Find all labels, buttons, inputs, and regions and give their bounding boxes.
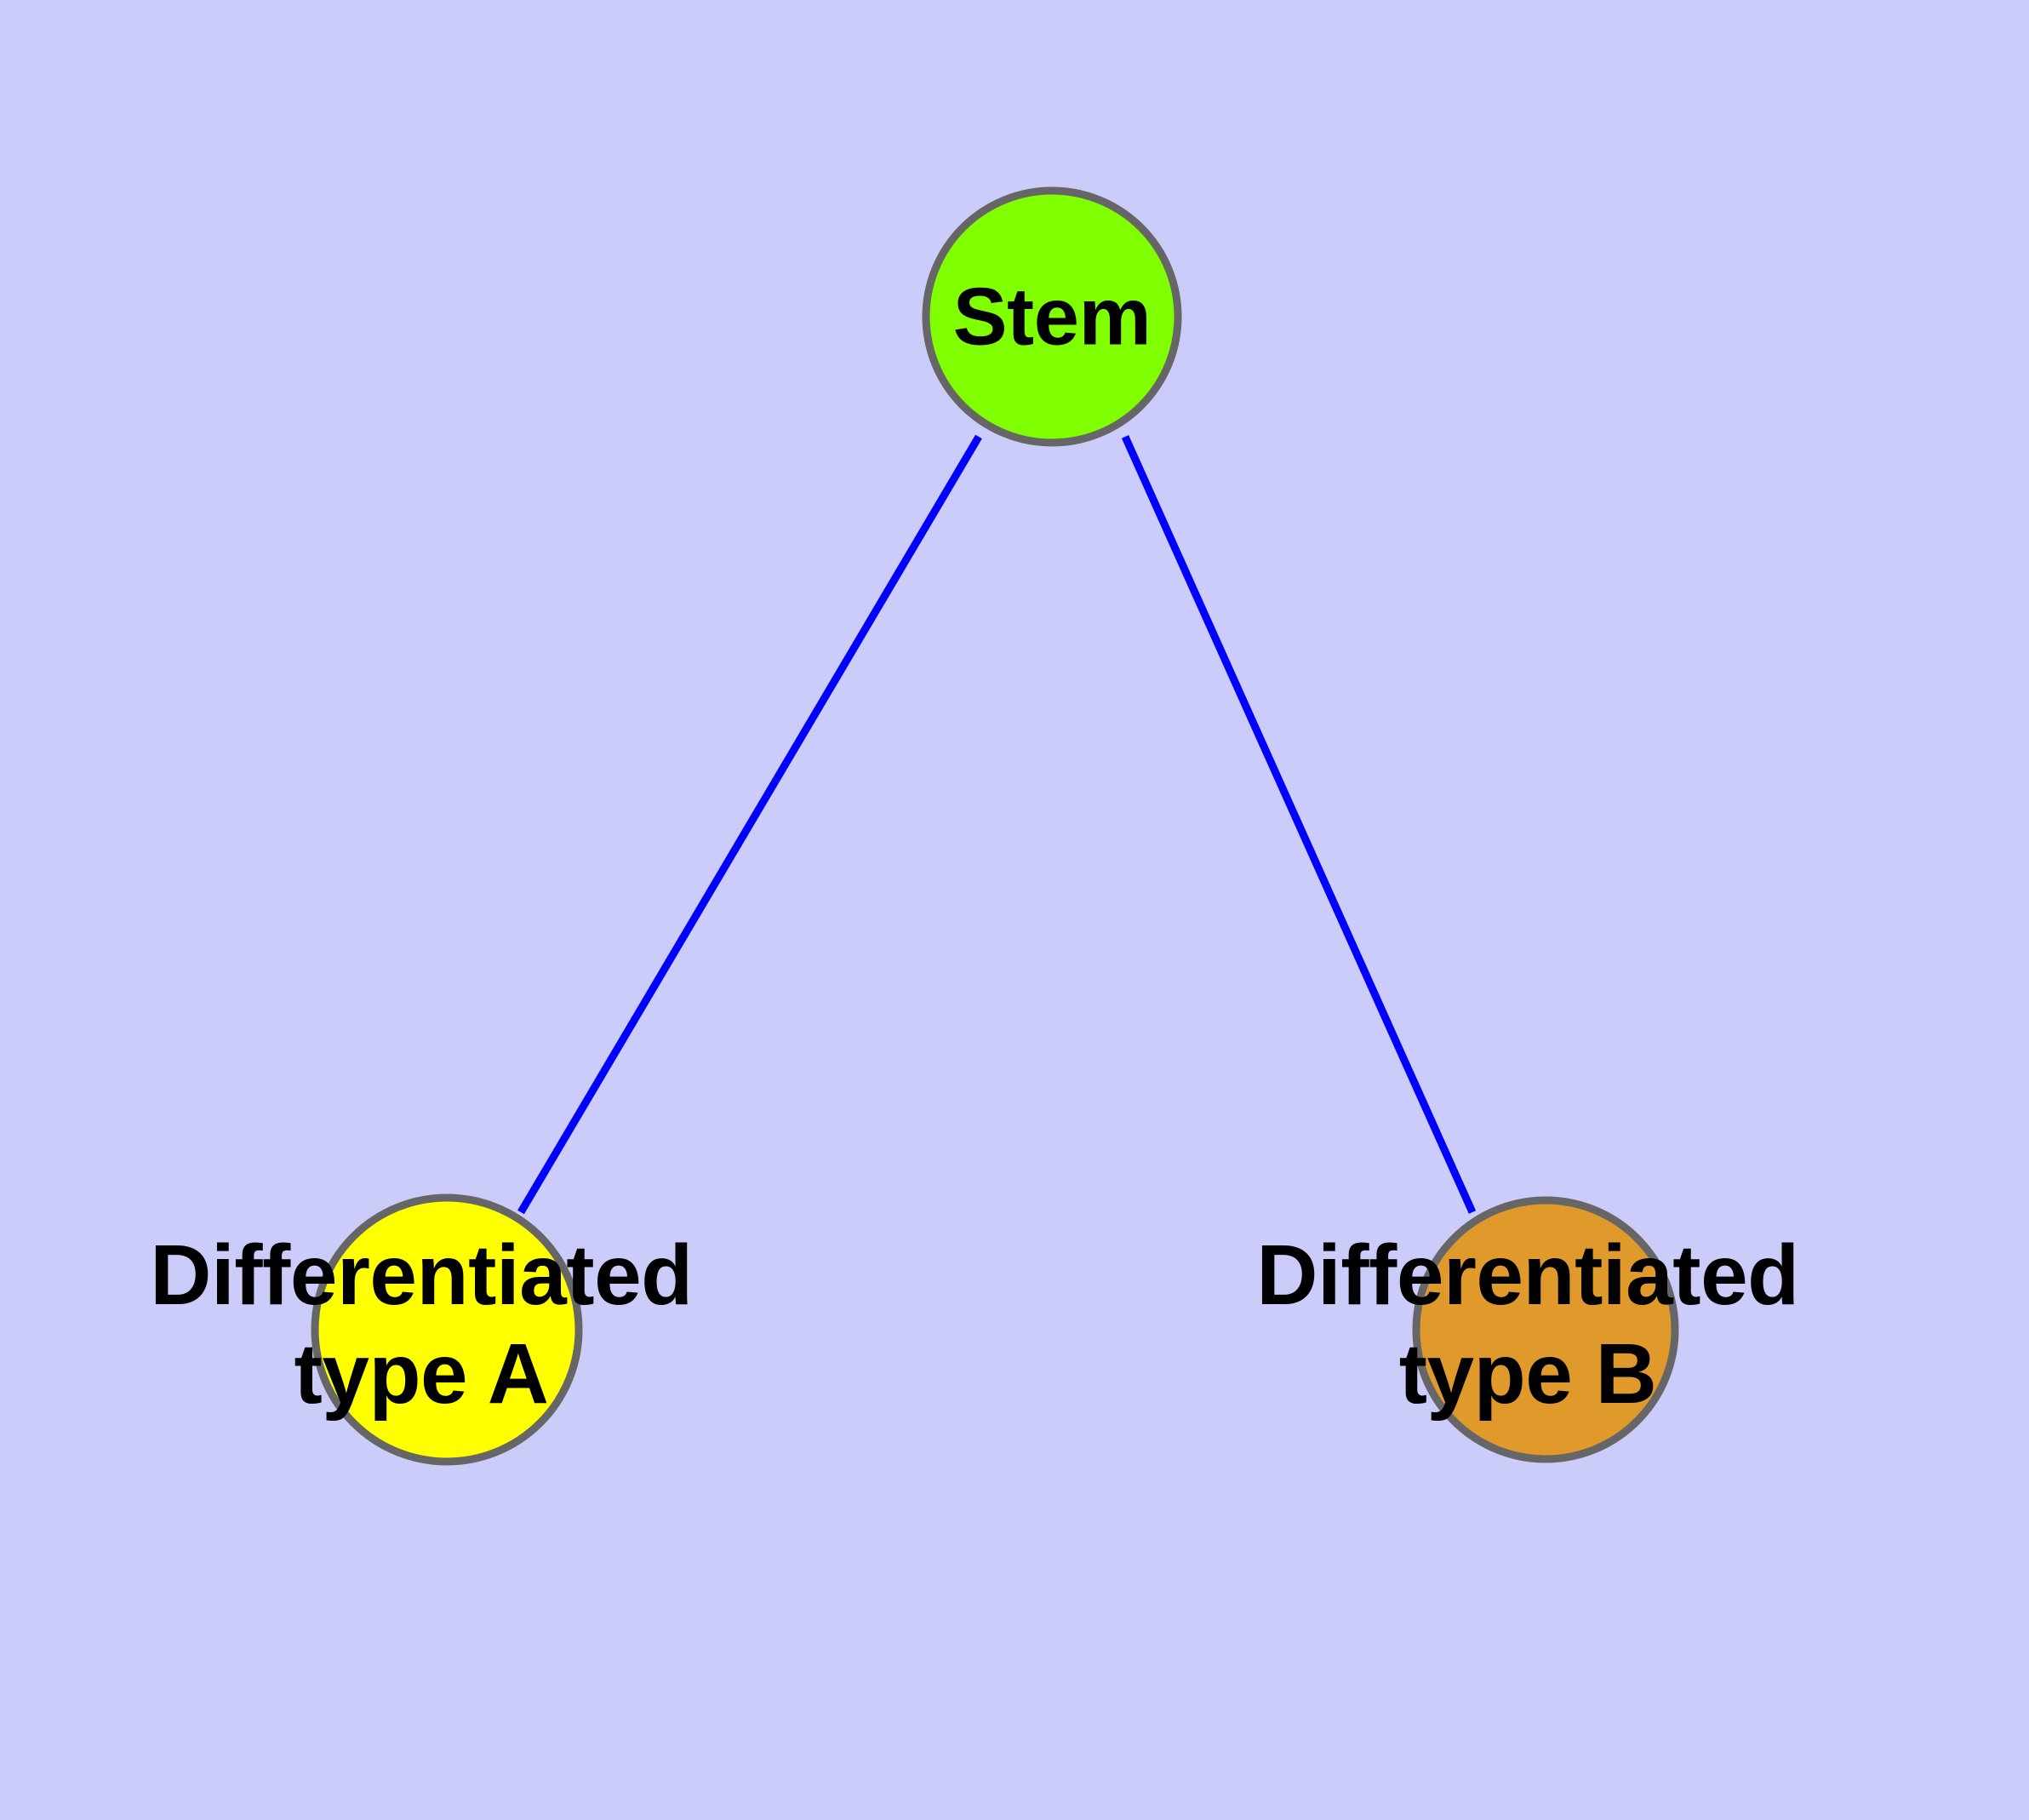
node-differentiated-type-b[interactable] <box>1412 1196 1679 1463</box>
node-layer <box>311 186 1679 1466</box>
edge-stem-to-type-a <box>517 434 982 1215</box>
node-differentiated-type-a[interactable] <box>311 1193 583 1466</box>
edge-layer <box>517 434 1477 1215</box>
node-stem[interactable] <box>922 186 1182 447</box>
edge-stem-to-type-b <box>1121 435 1477 1214</box>
